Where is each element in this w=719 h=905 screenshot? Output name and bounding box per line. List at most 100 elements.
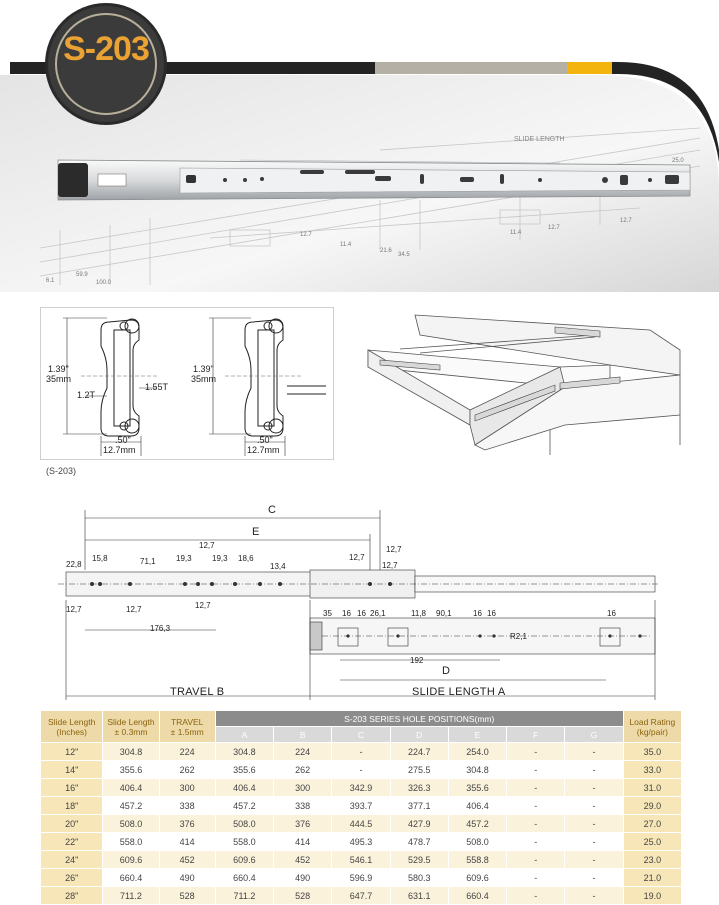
table-cell: 546.1 xyxy=(332,851,390,868)
table-cell: 711.2 xyxy=(103,887,159,904)
thickness-right: 1.55T xyxy=(145,382,169,392)
hero-slide-length-label: SLIDE LENGTH xyxy=(514,136,565,143)
table-cell: - xyxy=(565,743,623,760)
table-cell: 558.0 xyxy=(215,833,274,850)
table-cell: 529.5 xyxy=(390,851,448,868)
table-cell: - xyxy=(565,833,623,850)
table-cell: 275.5 xyxy=(390,761,448,778)
table-cell: - xyxy=(565,887,623,904)
header-travel: TRAVEL± 1.5mm xyxy=(159,711,215,742)
dim-value: 26,1 xyxy=(370,609,386,618)
table-cell: 609.6 xyxy=(103,851,159,868)
table-cell: 21.0 xyxy=(623,869,681,886)
spec-table: Slide Length(Inches) Slide Length± 0.3mm… xyxy=(40,710,682,905)
technical-drawing xyxy=(58,510,660,700)
hero-dim: 100.0 xyxy=(96,280,112,286)
table-cell: 377.1 xyxy=(390,797,448,814)
table-cell: 647.7 xyxy=(332,887,390,904)
travel-label: TRAVEL B xyxy=(170,686,225,698)
hero-dim: 21.6 xyxy=(380,248,392,254)
hero-dim: 25.0 xyxy=(672,158,684,164)
table-cell: 20" xyxy=(41,815,103,832)
dim-value: 16 xyxy=(357,609,366,618)
header-col-b: B xyxy=(274,727,332,742)
drawer-illustration xyxy=(367,314,681,455)
dim-value: 22,8 xyxy=(66,560,82,569)
dim-value: 11,8 xyxy=(411,609,426,618)
table-cell: 457.2 xyxy=(448,815,507,832)
dim-value: 71,1 xyxy=(140,557,156,566)
table-cell: 660.4 xyxy=(215,869,274,886)
model-title: S-203 xyxy=(63,30,150,68)
table-cell: 376 xyxy=(274,815,332,832)
table-cell: - xyxy=(507,779,565,796)
table-cell: - xyxy=(565,797,623,814)
table-cell: 558.8 xyxy=(448,851,507,868)
table-cell: 19.0 xyxy=(623,887,681,904)
table-cell: 326.3 xyxy=(390,779,448,796)
cross-section-drawing xyxy=(63,317,326,456)
table-cell: 23.0 xyxy=(623,851,681,868)
table-cell: 304.8 xyxy=(103,743,159,760)
hero-banner: SLIDE LENGTH 25.0 12.7 11.4 12.7 21.6 34… xyxy=(0,0,719,292)
header-col-c: C xyxy=(332,727,390,742)
header-col-e: E xyxy=(448,727,507,742)
dim-value: 12,7 xyxy=(126,605,142,614)
table-cell: 508.0 xyxy=(448,833,507,850)
table-cell: 631.1 xyxy=(390,887,448,904)
dim-value: 15,8 xyxy=(92,554,108,563)
table-cell: 14" xyxy=(41,761,103,778)
hero-dim: 59.9 xyxy=(76,272,88,278)
table-cell: 495.3 xyxy=(332,833,390,850)
table-cell: 35.0 xyxy=(623,743,681,760)
table-cell: 414 xyxy=(159,833,215,850)
dim-value: 18,6 xyxy=(238,554,254,563)
table-cell: 609.6 xyxy=(448,869,507,886)
height-inch-left: 1.39" xyxy=(48,364,69,374)
dim-value: 13,4 xyxy=(270,562,286,571)
dim-value: 176,3 xyxy=(150,624,171,633)
dim-value: 16 xyxy=(342,609,351,618)
hero-dim: 11.4 xyxy=(510,230,522,236)
table-cell: 580.3 xyxy=(390,869,448,886)
table-cell: 355.6 xyxy=(215,761,274,778)
hero-dim: 6.1 xyxy=(46,278,55,284)
dim-label-e: E xyxy=(252,526,260,538)
table-cell: - xyxy=(565,851,623,868)
dim-value: 12,7 xyxy=(386,545,402,554)
table-cell: 224 xyxy=(274,743,332,760)
table-cell: 338 xyxy=(159,797,215,814)
table-cell: 596.9 xyxy=(332,869,390,886)
table-cell: 300 xyxy=(159,779,215,796)
hero-dim: 34.5 xyxy=(398,252,410,258)
table-cell: 16" xyxy=(41,779,103,796)
table-cell: 490 xyxy=(159,869,215,886)
table-cell: 254.0 xyxy=(448,743,507,760)
table-cell: 393.7 xyxy=(332,797,390,814)
table-cell: 406.4 xyxy=(448,797,507,814)
table-cell: - xyxy=(565,815,623,832)
height-mm-left: 35mm xyxy=(46,374,72,384)
header-load-rating: Load Rating(kg/pair) xyxy=(623,711,681,742)
table-cell: 29.0 xyxy=(623,797,681,814)
table-cell: 22" xyxy=(41,833,103,850)
table-cell: 300 xyxy=(274,779,332,796)
table-cell: 660.4 xyxy=(103,869,159,886)
table-cell: 457.2 xyxy=(215,797,274,814)
table-cell: 406.4 xyxy=(215,779,274,796)
table-cell: 31.0 xyxy=(623,779,681,796)
width-mm-left: 12.7mm xyxy=(103,445,136,455)
header-col-d: D xyxy=(390,727,448,742)
table-cell: 304.8 xyxy=(448,761,507,778)
dim-value: 35 xyxy=(323,609,332,618)
dim-value: 19,3 xyxy=(176,554,192,563)
cross-section-panel: 1.39" 35mm 1.2T 1.55T .50" 12.7mm 1.39" … xyxy=(40,307,334,460)
table-cell: 24" xyxy=(41,851,103,868)
dim-label-c: C xyxy=(268,504,277,516)
table-cell: 452 xyxy=(159,851,215,868)
